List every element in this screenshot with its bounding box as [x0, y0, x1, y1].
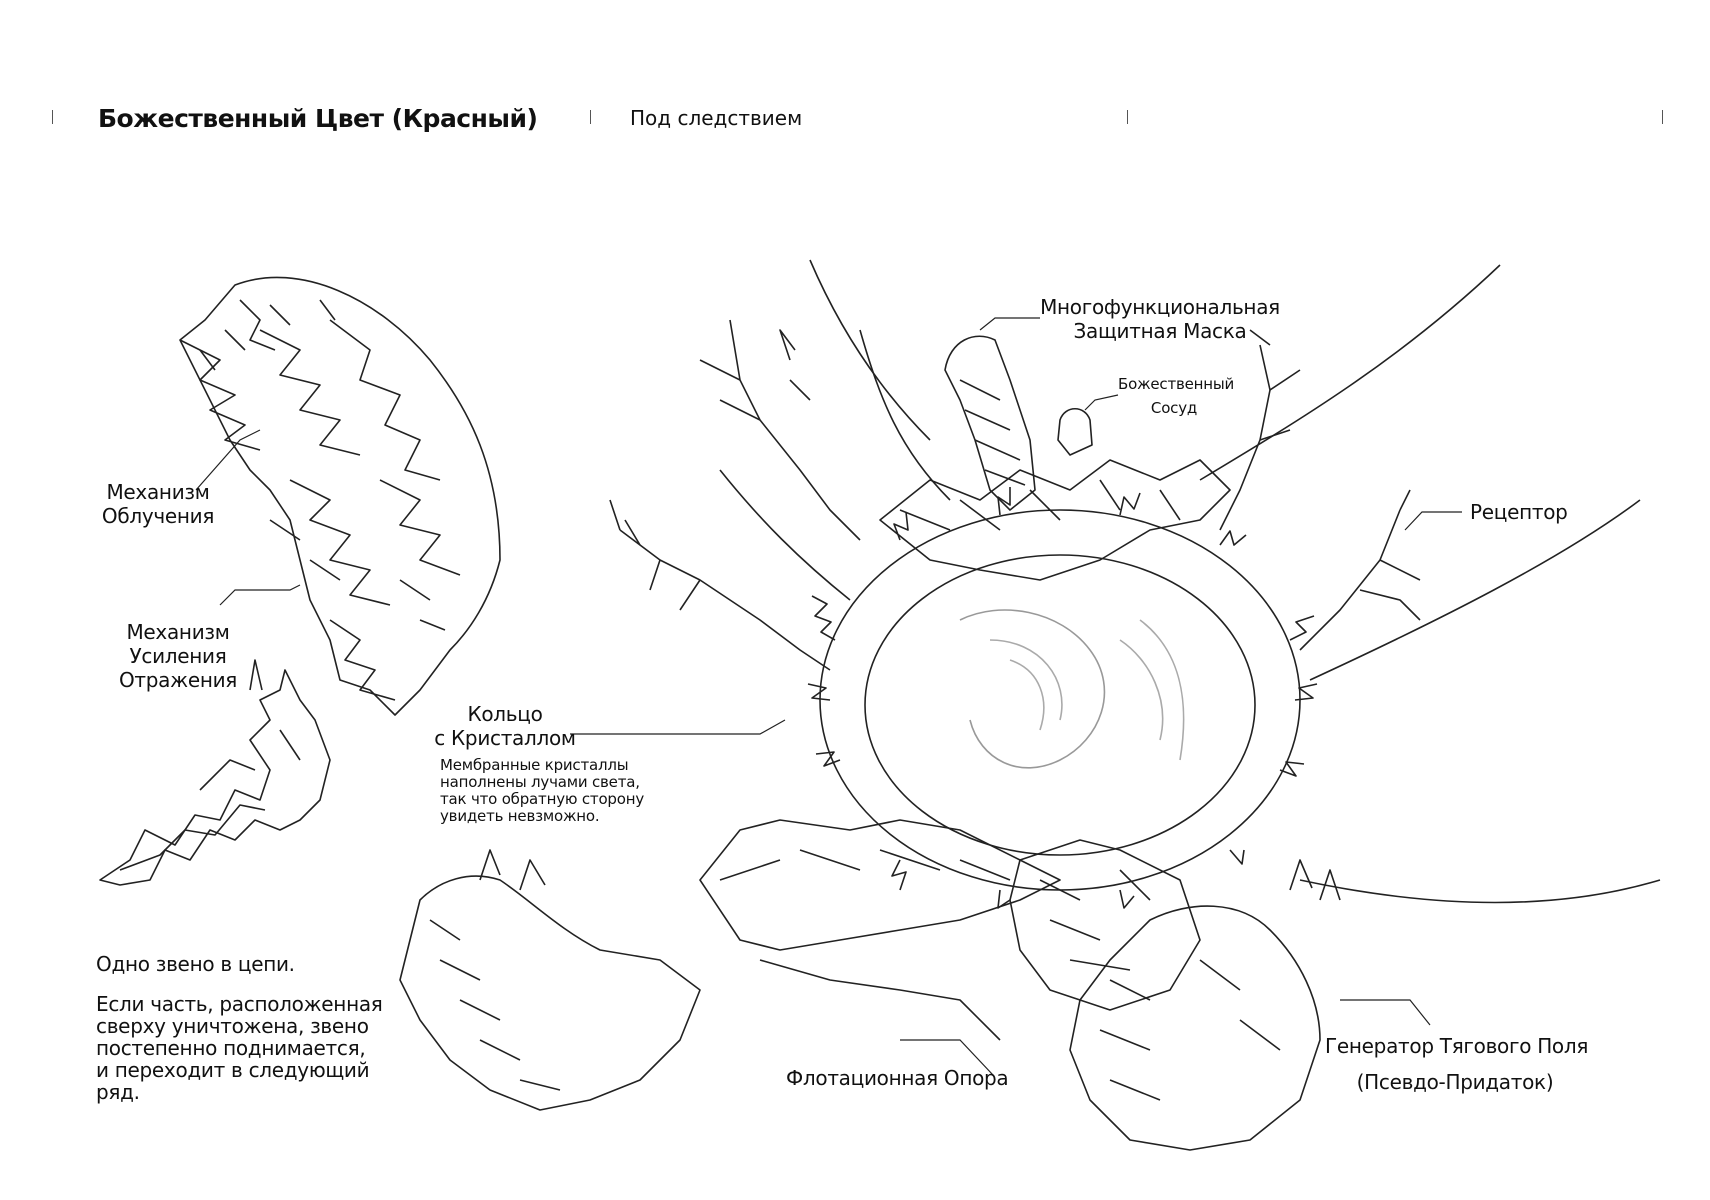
label-irradiation-mechanism: Механизм Облучения: [101, 480, 215, 528]
header-divider: [1127, 110, 1128, 124]
label-protective-mask: Многофункциональная Защитная Маска: [1040, 295, 1280, 343]
label-reflection-mechanism: Механизм Усиления Отражения: [118, 620, 238, 692]
label-receptor: Рецептор: [1470, 500, 1568, 524]
label-traction-field-generator: Генератор Тягового Поля (Псевдо-Придаток…: [1325, 1034, 1589, 1094]
crystal-ring-drawing: [807, 487, 1318, 909]
header-divider: [52, 110, 53, 124]
label-crystal-ring: Кольцо с Кристаллом: [434, 702, 576, 750]
chain-note-title: Одно звено в цепи.: [96, 952, 295, 976]
chain-link-drawing: [99, 659, 331, 886]
header-divider: [1662, 110, 1663, 124]
label-floating-support: Флотационная Опора: [786, 1066, 1009, 1090]
crystal-column-drawing: [179, 276, 501, 716]
chain-note-paragraph: Если часть, расположенная сверху уничтож…: [96, 992, 383, 1104]
mask-drawing: [944, 335, 1093, 511]
header-divider: [590, 110, 591, 124]
label-divine-vessel: Божественный Сосуд: [1118, 375, 1235, 417]
ring-description: Мембранные кристаллы наполнены лучами св…: [440, 756, 645, 825]
status-text: Под следствием: [630, 106, 803, 130]
page-title: Божественный Цвет (Красный): [98, 104, 538, 133]
